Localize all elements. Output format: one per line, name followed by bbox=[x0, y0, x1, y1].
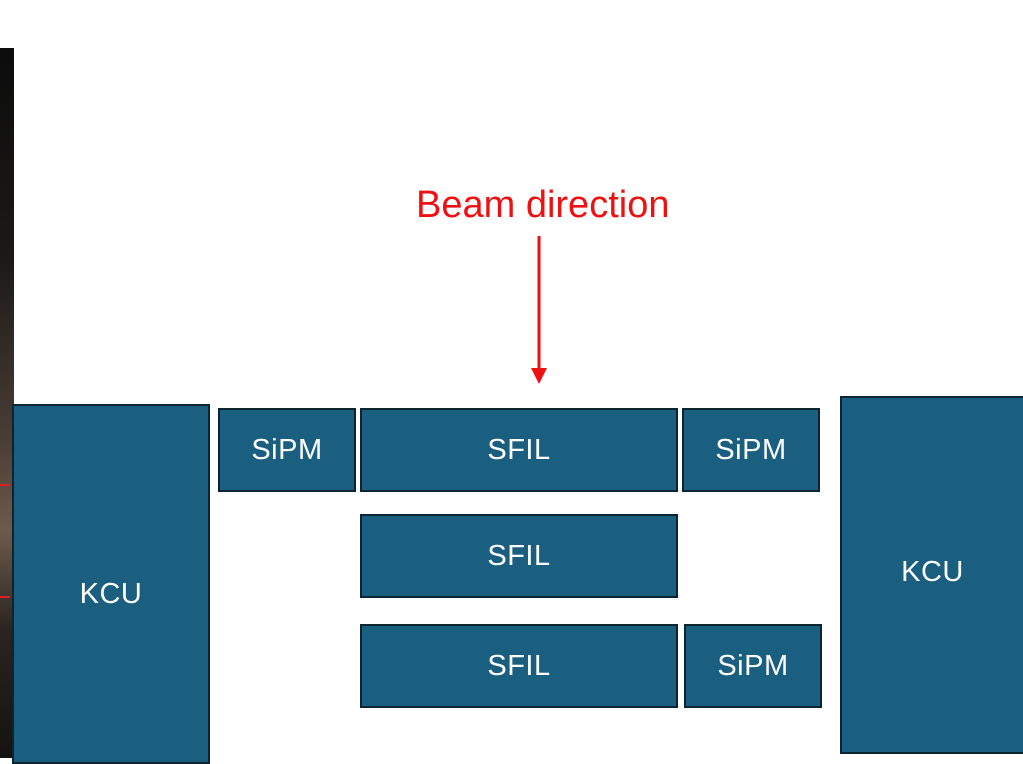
beam-arrowhead bbox=[531, 368, 547, 384]
sfil-bottom-block: SFIL bbox=[360, 624, 678, 708]
kcu-right-block: KCU bbox=[840, 396, 1023, 754]
sfil-middle-block: SFIL bbox=[360, 514, 678, 598]
beam-direction-arrow bbox=[531, 236, 547, 384]
photo-red-mark bbox=[0, 596, 10, 598]
sipm-bottom-right-block: SiPM bbox=[684, 624, 822, 708]
sipm-top-right-block: SiPM bbox=[682, 408, 820, 492]
beam-direction-label: Beam direction bbox=[416, 184, 670, 226]
background-photo-fragment bbox=[0, 48, 14, 758]
sfil-top-block: SFIL bbox=[360, 408, 678, 492]
photo-red-mark bbox=[0, 484, 10, 486]
kcu-left-block: KCU bbox=[12, 404, 210, 764]
sipm-top-left-block: SiPM bbox=[218, 408, 356, 492]
